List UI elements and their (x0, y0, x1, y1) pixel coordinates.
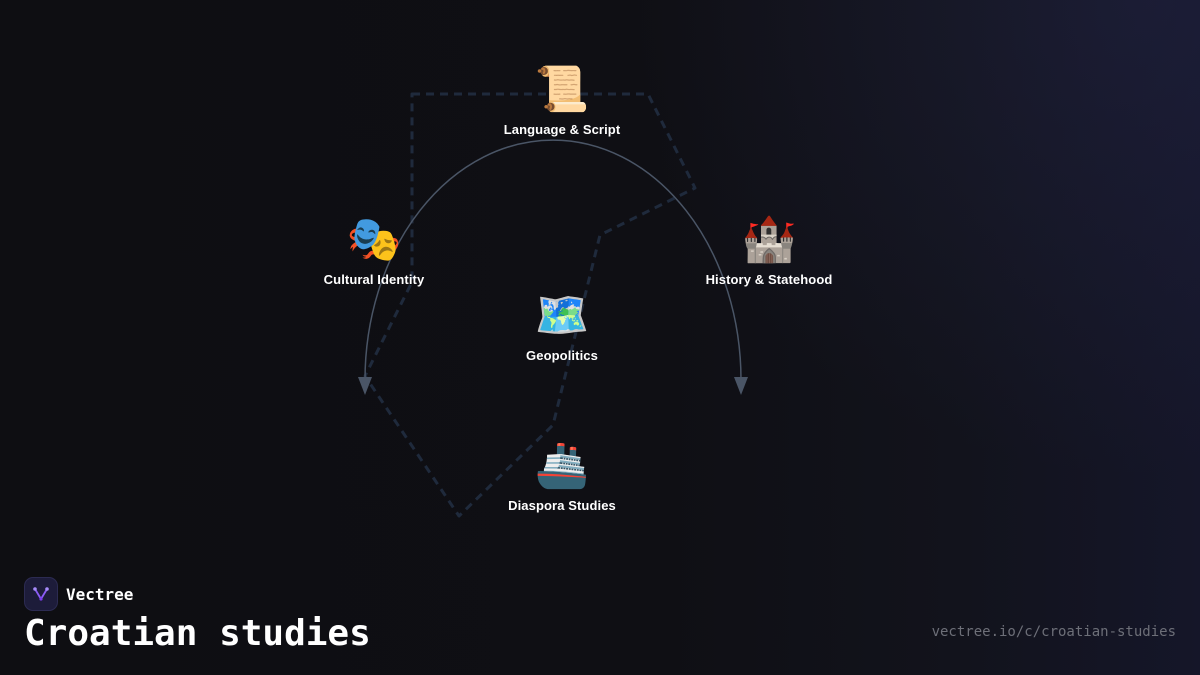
node-diaspora-studies[interactable]: 🚢 Diaspora Studies (462, 440, 662, 515)
arc-arrow-right (734, 377, 748, 395)
vectree-logo-icon (24, 577, 58, 611)
node-label: Geopolitics (526, 348, 598, 363)
theater-masks-icon: 🎭 (346, 214, 402, 265)
castle-icon: 🏰 (741, 214, 797, 265)
page-title: Croatian studies (24, 613, 371, 654)
arc-connector (364, 139, 742, 381)
node-label: Cultural Identity (323, 272, 425, 287)
dashed-connection-path (363, 92, 697, 518)
node-geopolitics[interactable]: 🗺️ Geopolitics (462, 290, 662, 365)
node-history-statehood[interactable]: 🏰 History & Statehood (669, 214, 869, 289)
node-label: History & Statehood (705, 272, 833, 287)
world-map-icon: 🗺️ (534, 290, 590, 341)
node-cultural-identity[interactable]: 🎭 Cultural Identity (274, 214, 474, 289)
scroll-icon: 📜 (534, 64, 590, 115)
background-glow (620, 0, 1200, 480)
brand[interactable]: Vectree (24, 577, 133, 611)
page-url[interactable]: vectree.io/c/croatian-studies (931, 624, 1176, 640)
vectree-logo-mark (33, 587, 49, 601)
ship-icon: 🚢 (534, 440, 590, 491)
node-label: Language & Script (503, 122, 621, 137)
arc-arrow-left (358, 377, 372, 395)
node-label: Diaspora Studies (508, 498, 616, 513)
node-language-script[interactable]: 📜 Language & Script (462, 64, 662, 139)
brand-name: Vectree (66, 584, 134, 604)
